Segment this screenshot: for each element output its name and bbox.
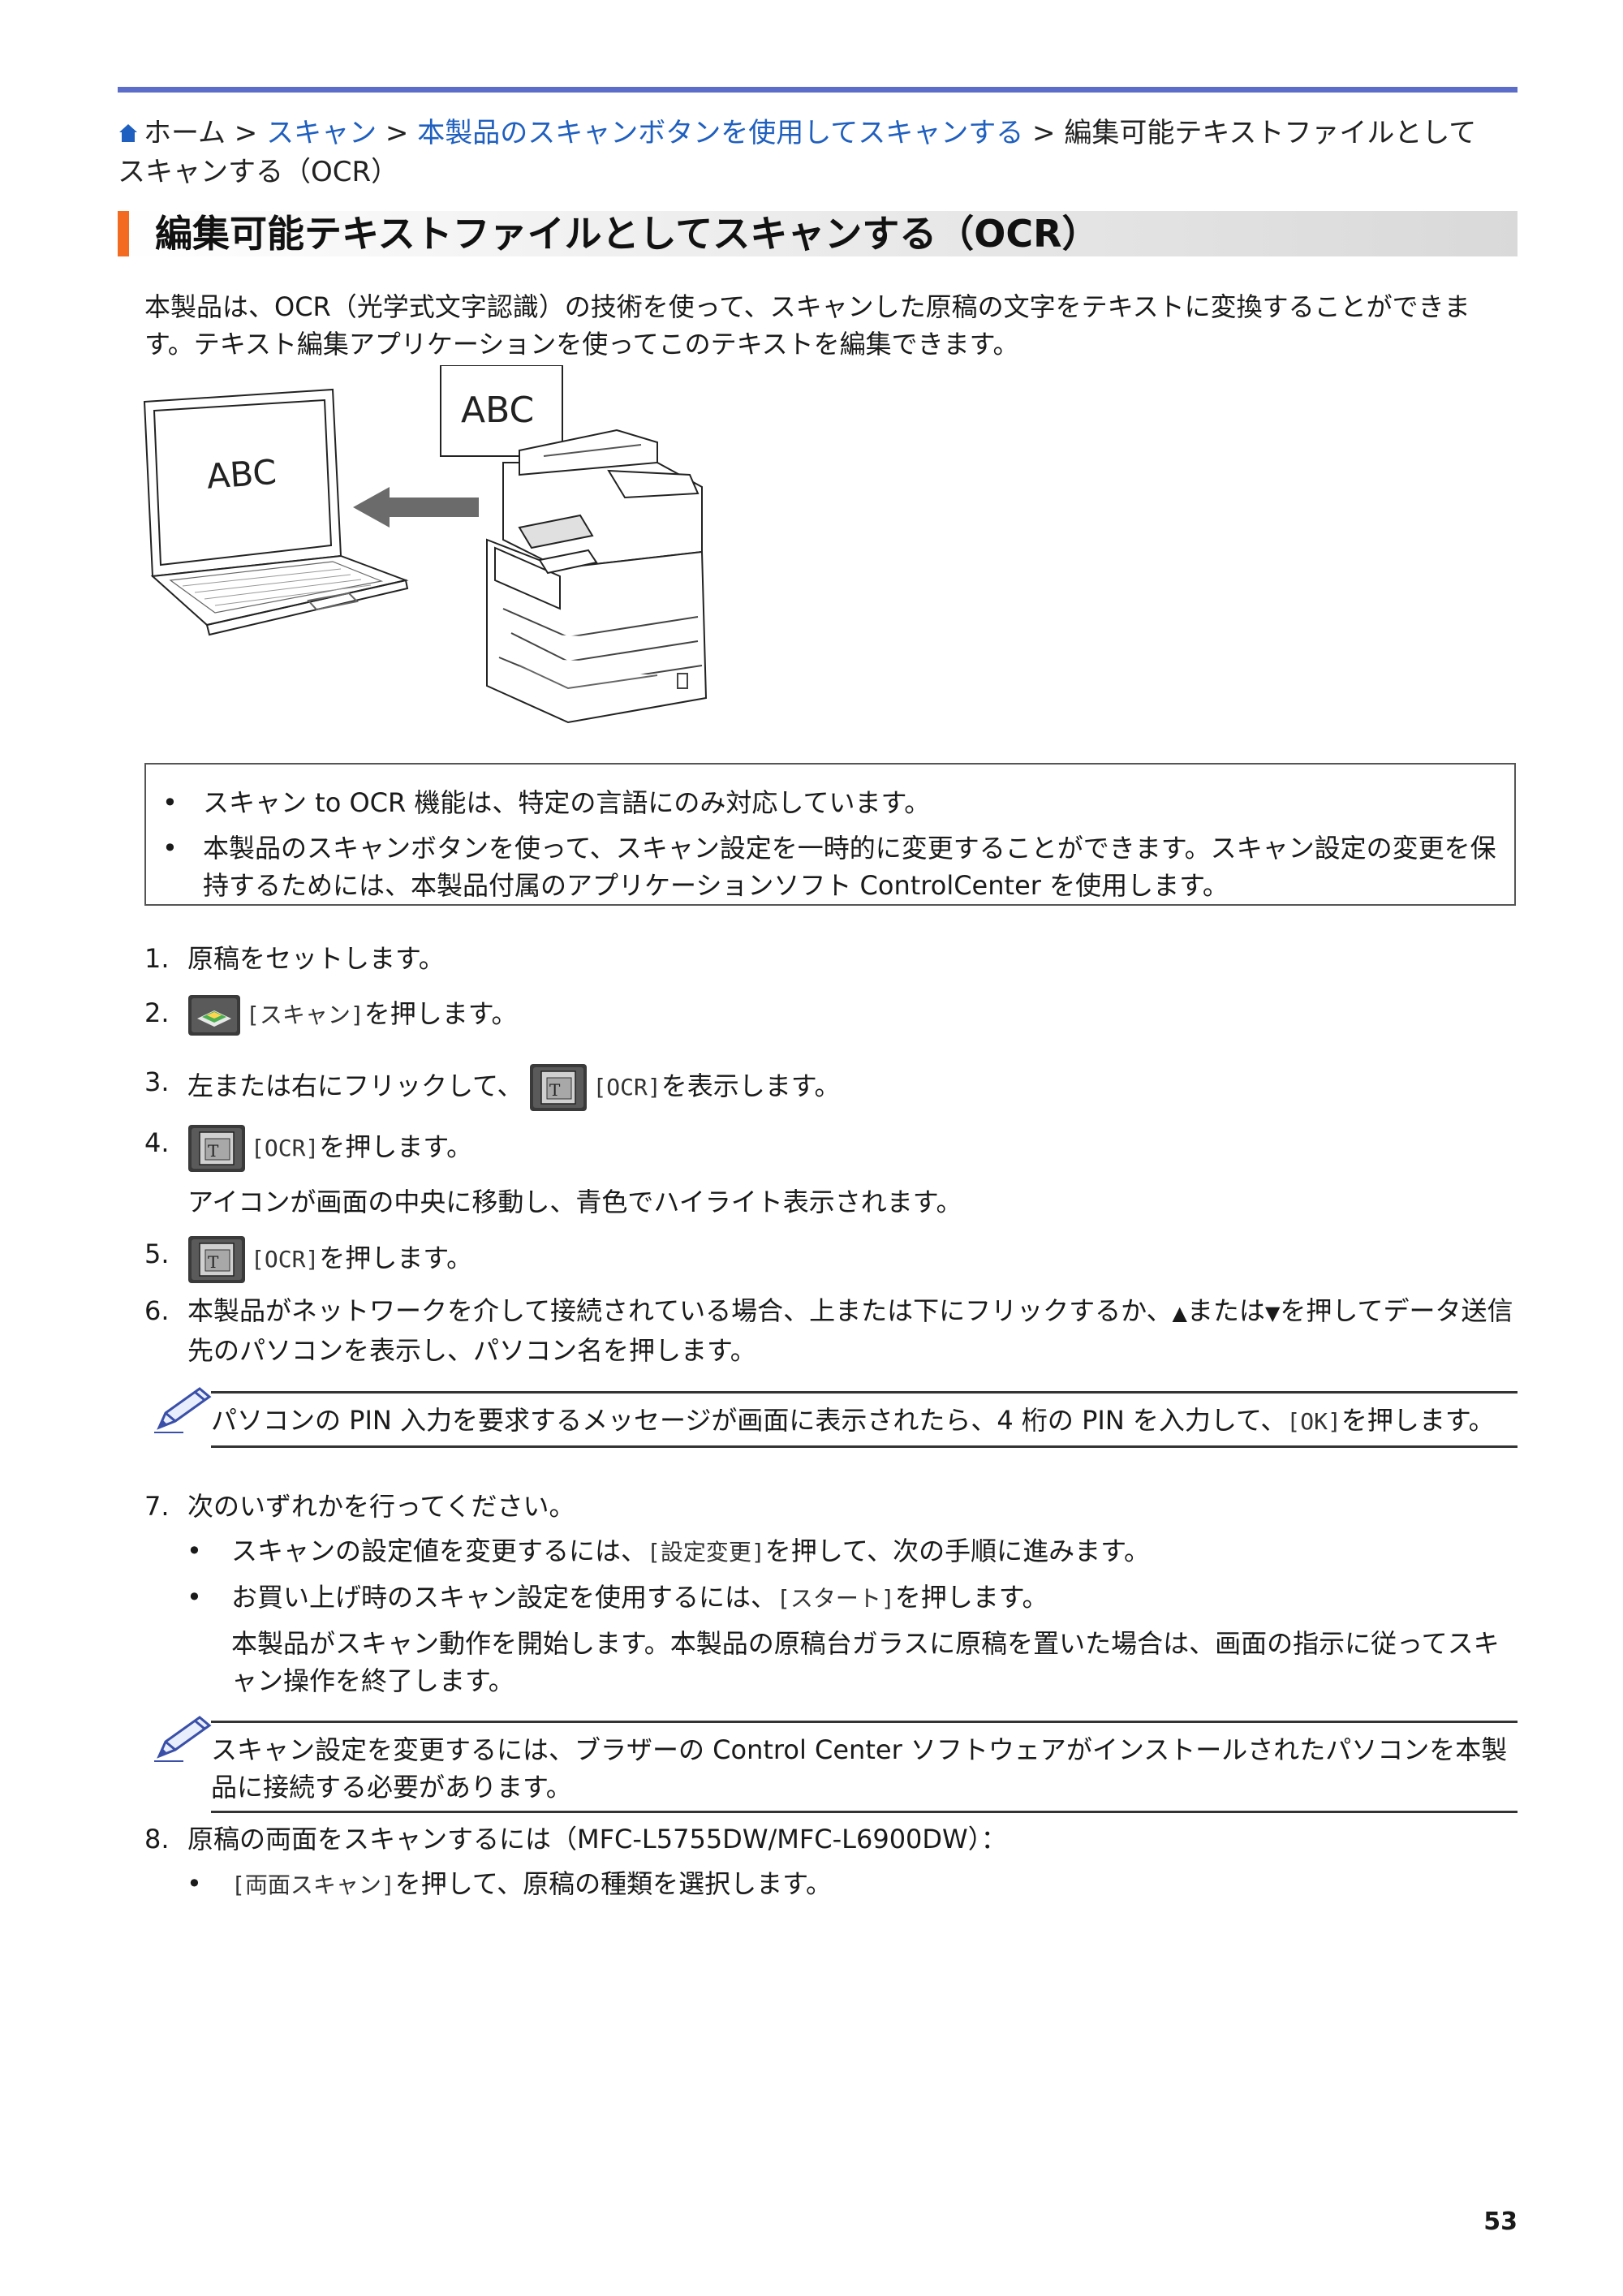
top-rule	[118, 87, 1518, 93]
step-2: 2. [スキャン]を押します。	[144, 994, 1516, 1036]
note-box: スキャン to OCR 機能は、特定の言語にのみ対応しています。 本製品のスキャ…	[144, 763, 1516, 906]
down-arrow-icon: ▼	[1264, 1302, 1281, 1325]
page-title: 編集可能テキストファイルとしてスキャンする（OCR）	[155, 212, 1100, 256]
arrow-icon	[353, 487, 479, 528]
step-8: 8. 原稿の両面をスキャンするには（MFC-L5755DW/MFC-L6900D…	[144, 1824, 1007, 1854]
ok-label: [OK]	[1286, 1408, 1341, 1435]
scan-label: [スキャン]	[246, 1002, 364, 1028]
start-label: [スタート]	[777, 1585, 895, 1612]
screen-text: ABC	[205, 452, 278, 497]
step-5: 5. T [OCR]を押します。	[144, 1235, 1516, 1284]
note-item: スキャン to OCR 機能は、特定の言語にのみ対応しています。	[162, 784, 1498, 821]
up-arrow-icon: ▲	[1172, 1302, 1187, 1325]
ocr-icon[interactable]: T	[187, 1124, 246, 1173]
breadcrumb-home[interactable]: ホーム	[144, 117, 226, 149]
scan-icon[interactable]	[187, 994, 241, 1036]
change-settings-label: [設定変更]	[647, 1539, 765, 1566]
home-icon[interactable]	[118, 123, 139, 144]
title-accent	[118, 211, 129, 256]
step-8-option-duplex: • [両面スキャン]を押して、原稿の種類を選択します。	[187, 1868, 832, 1899]
page-number: 53	[1483, 2208, 1518, 2236]
step-7: 7. 次のいずれかを行ってください。	[144, 1491, 575, 1522]
svg-text:T: T	[208, 1252, 219, 1272]
document-text: ABC	[461, 390, 534, 431]
duplex-scan-label: [両面スキャン]	[231, 1872, 395, 1898]
step-3: 3. 左または右にフリックして、 T [OCR]を表示します。	[144, 1063, 1516, 1112]
pencil-note-icon	[154, 1387, 212, 1433]
pin-hint: パソコンの PIN 入力を要求するメッセージが画面に表示されたら、4 桁の PI…	[211, 1391, 1518, 1448]
ocr-illustration: ABC ABC	[143, 365, 708, 724]
step-7-result: 本製品がスキャン動作を開始します。本製品の原稿台ガラスに原稿を置いた場合は、画面…	[231, 1628, 1500, 1696]
step-1: 1. 原稿をセットします。	[144, 943, 445, 974]
breadcrumb-current-cont: スキャンする（OCR）	[118, 156, 399, 188]
intro-paragraph: 本製品は、OCR（光学式文字認識）の技術を使って、スキャンした原稿の文字をテキス…	[144, 291, 1470, 360]
title-bar: 編集可能テキストファイルとしてスキャンする（OCR）	[118, 211, 1518, 256]
pencil-note-icon	[154, 1716, 212, 1762]
step-4: 4. T [OCR]を押します。	[144, 1124, 1516, 1173]
note-item: 本製品のスキャンボタンを使って、スキャン設定を一時的に変更することができます。ス…	[162, 829, 1498, 904]
step-7-option-start: • お買い上げ時のスキャン設定を使用するには、[スタート]を押します。	[187, 1582, 1048, 1613]
document-illustration: ABC	[440, 365, 563, 457]
breadcrumb-current: 編集可能テキストファイルとして	[1064, 117, 1477, 149]
control-center-hint: スキャン設定を変更するには、ブラザーの Control Center ソフトウェ…	[211, 1721, 1518, 1813]
step-4-result: アイコンが画面の中央に移動し、青色でハイライト表示されます。	[187, 1187, 962, 1217]
svg-text:T: T	[549, 1080, 561, 1100]
svg-text:T: T	[208, 1141, 219, 1161]
breadcrumb-scan-button-link[interactable]: 本製品のスキャンボタンを使用してスキャンする	[417, 117, 1024, 149]
ocr-icon[interactable]: T	[187, 1235, 246, 1284]
breadcrumb: ホーム > スキャン > 本製品のスキャンボタンを使用してスキャンする > 編集…	[118, 117, 1477, 188]
ocr-label: [OCR]	[251, 1135, 320, 1161]
ocr-icon[interactable]: T	[529, 1063, 588, 1112]
laptop-illustration	[143, 388, 409, 636]
step-7-option-change-settings: • スキャンの設定値を変更するには、[設定変更]を押して、次の手順に進みます。	[187, 1536, 1150, 1566]
ocr-label: [OCR]	[592, 1074, 661, 1101]
printer-illustration	[486, 429, 708, 724]
breadcrumb-scan-link[interactable]: スキャン	[266, 117, 377, 149]
ocr-label: [OCR]	[251, 1246, 320, 1273]
step-6: 6. 本製品がネットワークを介して接続されている場合、上または下にフリックするか…	[144, 1295, 1513, 1366]
